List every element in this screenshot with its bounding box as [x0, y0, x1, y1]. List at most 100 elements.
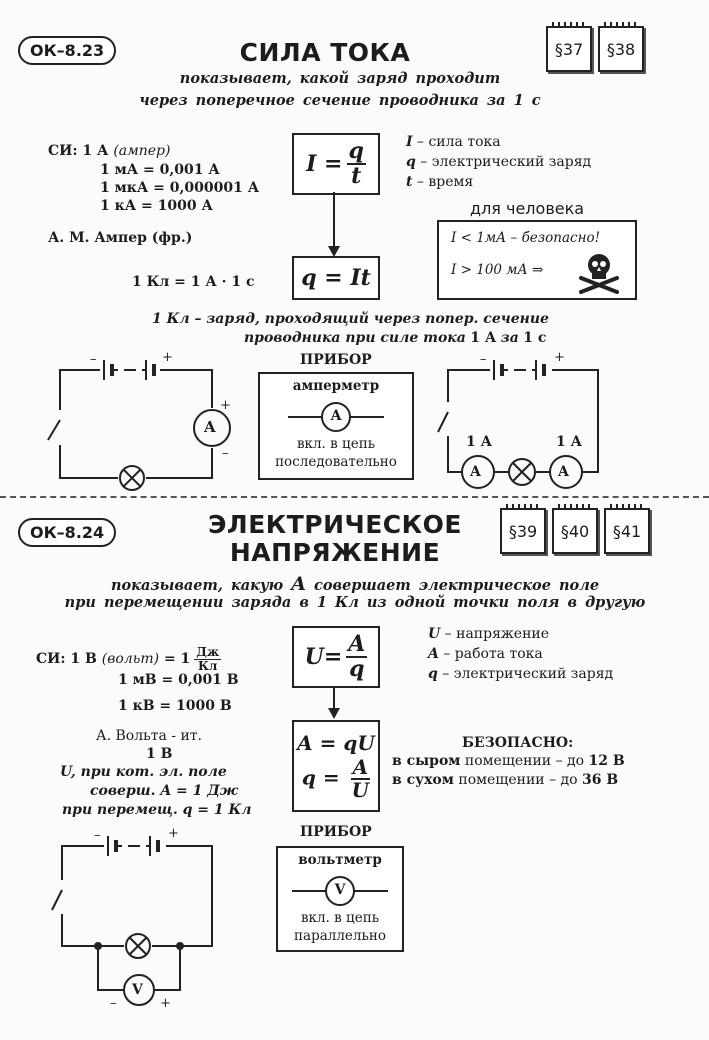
named-after-ampere: А. М. Ампер (фр.) — [48, 230, 193, 246]
section-title-voltage-1: ЭЛЕКТРИЧЕСКОЕ — [208, 510, 462, 539]
device-header-2: ПРИБОР — [300, 824, 372, 840]
legend-item-i: I – сила тока — [406, 134, 501, 150]
human-safety-title: для человека — [470, 199, 585, 218]
ammeter-note-1: вкл. в цепь — [296, 436, 376, 452]
voltage-formula-num: A — [346, 630, 368, 658]
charge-formula-fraction: A U — [350, 755, 371, 802]
battery-plus: + — [162, 350, 173, 365]
paragraph-ref-37: §37 — [546, 22, 592, 72]
voltage-formula-fraction: A q — [346, 630, 368, 682]
voltage-formula-left: U= — [304, 644, 343, 670]
voltage-si-prefix: СИ: 1 В — [36, 651, 97, 668]
danger-current-line: I > 100 мА ⇒ — [451, 262, 544, 278]
battery-minus-2: – — [480, 352, 487, 367]
ammeter-minus: – — [222, 446, 229, 461]
coulomb-def-text: проводника при силе тока — [244, 330, 466, 346]
safety-damp-label: в сыром — [392, 753, 461, 769]
ammeter-name: амперметр — [292, 378, 380, 394]
legend-symbol: U — [428, 626, 441, 642]
battery-plus-3: + — [168, 826, 179, 841]
charge-formula-left: q = — [301, 765, 340, 790]
legend-symbol: I — [406, 134, 413, 150]
legend-text: – электрический заряд — [437, 666, 614, 682]
conversion-kv: 1 кВ = 1000 В — [118, 698, 232, 714]
paragraph-ref-41: §41 — [604, 504, 650, 554]
formula-fraction: q t — [346, 137, 366, 188]
current-label-right: 1 А — [556, 434, 583, 450]
voltmeter-minus: – — [110, 996, 117, 1011]
volt-def-2: U, при кот. эл. поле — [60, 764, 227, 780]
battery-minus-3: – — [94, 828, 101, 843]
ammeter-symbol: A — [204, 418, 216, 436]
charge-formula-num: A — [350, 755, 371, 780]
conversion-mka: 1 мкА = 0,000001 А — [100, 180, 260, 196]
coulomb-def-current: 1 А — [470, 330, 497, 346]
voltage-si-num: Дж — [194, 645, 222, 660]
voltmeter-icon-letter: V — [334, 882, 346, 898]
volt-def-4: при перемещ. q = 1 Кл — [62, 802, 252, 818]
coulomb-definition-line-2: проводника при силе тока 1 А за 1 с — [244, 330, 546, 346]
voltmeter-note-2: параллельно — [294, 928, 386, 944]
subtitle-line-2: через поперечное сечение проводника за 1… — [139, 92, 541, 109]
legend-item-t: t – время — [406, 174, 473, 190]
voltmeter-note-1: вкл. в цепь — [300, 910, 380, 926]
charge-formula-den: U — [351, 778, 370, 802]
skull-crossbones-icon — [579, 254, 619, 294]
safety-damp-text: помещении – до — [464, 753, 585, 769]
subtitle-line-1: показывает, какой заряд проходит — [179, 70, 501, 87]
battery-plus-2: + — [554, 350, 565, 365]
legend-text: – напряжение — [440, 626, 550, 642]
legend-item-a: A – работа тока — [428, 646, 543, 662]
safety-dry-value: 36 В — [582, 772, 619, 788]
safety-damp-room: в сыром помещении – до 12 В — [392, 753, 625, 769]
voltage-subtitle-part-2: совершает электрическое поле — [314, 577, 600, 594]
device-header-1: ПРИБОР — [300, 352, 372, 368]
voltage-si-den: Кл — [198, 658, 218, 673]
voltmeter-plus: + — [160, 996, 171, 1011]
conversion-ka: 1 кА = 1000 А — [100, 198, 213, 214]
named-after-volta: А. Вольта - ит. — [96, 728, 202, 744]
formula-work-box: A = qU q = A U — [292, 720, 380, 812]
formula-charge-box: q = It — [292, 256, 380, 300]
coulomb-definition-line-1: 1 Кл – заряд, проходящий через попер. се… — [152, 311, 549, 327]
conversion-mv: 1 мВ = 0,001 В — [118, 672, 239, 688]
legend-symbol: t — [406, 174, 413, 190]
legend-symbol: q — [406, 154, 416, 170]
legend-text: – время — [412, 174, 474, 190]
battery-minus: – — [90, 352, 97, 367]
voltage-formula-den: q — [349, 656, 365, 682]
section-divider — [0, 496, 709, 498]
formula-numerator: q — [346, 137, 366, 165]
voltmeter-circuit-symbol: V — [132, 982, 143, 998]
paragraph-ref-40: §40 — [552, 504, 598, 554]
safety-dry-room: в сухом помещении – до 36 В — [392, 772, 618, 788]
volt-def-3: соверш. A = 1 Дж — [90, 783, 238, 799]
ammeter-icon-letter: A — [330, 408, 342, 424]
legend-text: – сила тока — [412, 134, 501, 150]
current-label-left: 1 А — [466, 434, 493, 450]
paragraph-ref-38: §38 — [598, 22, 644, 72]
si-unit-line: СИ: 1 А (ампер) — [48, 143, 170, 159]
voltage-subtitle-part-1: показывает, какую — [110, 577, 284, 594]
voltage-subtitle-line-1: показывает, какую A совершает электричес… — [60, 573, 650, 595]
section-title-current: СИЛА ТОКА — [239, 38, 411, 67]
legend-symbol: q — [428, 666, 438, 682]
ammeter-right-symbol: A — [558, 464, 569, 480]
legend-text: – электрический заряд — [415, 154, 592, 170]
safety-dry-label: в сухом — [392, 772, 454, 788]
work-formula: A = qU — [297, 731, 375, 755]
si-prefix: СИ: 1 А — [48, 143, 109, 159]
conversion-ma: 1 мА = 0,001 А — [100, 162, 220, 178]
voltage-si-name: (вольт) — [101, 651, 160, 668]
safety-dry-text: помещении – до — [458, 772, 578, 788]
ammeter-device-box: амперметр A вкл. в цепь последовательно — [258, 372, 414, 480]
voltage-safety-title: БЕЗОПАСНО: — [462, 735, 574, 751]
charge-formula: q = A U — [301, 755, 371, 802]
card-tag-ok-8-23: ОК–8.23 — [18, 36, 117, 65]
